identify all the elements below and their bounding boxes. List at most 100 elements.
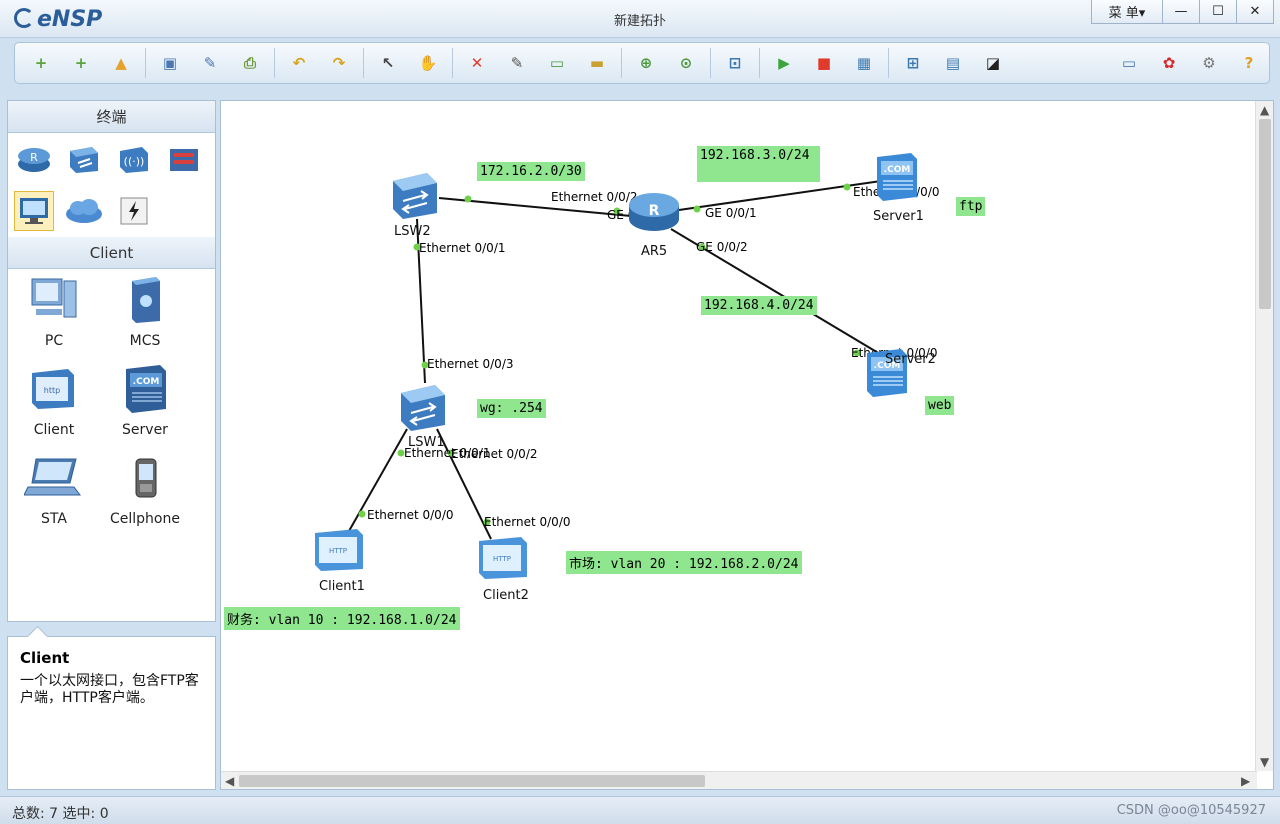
chat-button[interactable]: ▭ — [1109, 46, 1149, 80]
scroll-left-icon[interactable]: ◀ — [225, 774, 235, 788]
node-client1[interactable]: HTTP — [309, 525, 369, 578]
node-client2[interactable]: HTTP — [473, 533, 533, 586]
zoom-reset-icon: ⊙ — [679, 53, 693, 72]
node-lsw1[interactable] — [397, 381, 449, 436]
sta-device-icon[interactable] — [23, 457, 84, 502]
router-category-icon[interactable]: R — [14, 139, 54, 179]
text-icon: ▭ — [549, 53, 565, 72]
zoom-in-icon: ⊕ — [639, 53, 653, 72]
note-web[interactable]: web — [925, 396, 955, 415]
save-button[interactable]: ▣ — [150, 46, 190, 80]
server-device-icon[interactable]: .COM — [122, 363, 170, 418]
scroll-right-icon[interactable]: ▶ — [1241, 774, 1251, 788]
horizontal-scroll-thumb[interactable] — [239, 775, 705, 787]
redo-button[interactable]: ↷ — [319, 46, 359, 80]
link-ar5-server2[interactable] — [670, 228, 886, 358]
scroll-up-icon[interactable]: ▲ — [1260, 103, 1270, 117]
note-ftp[interactable]: ftp — [956, 197, 986, 216]
note-server1-subnet[interactable]: 192.168.3.0/24 — [697, 146, 820, 182]
zoom-in-button[interactable]: ⊕ — [626, 46, 666, 80]
undo-button[interactable]: ↶ — [279, 46, 319, 80]
note-vlan10[interactable]: 财务: vlan 10 : 192.168.1.0/24 — [224, 607, 460, 630]
node-label-ar5: AR5 — [641, 244, 668, 259]
new-topology-button[interactable]: + — [21, 46, 61, 80]
topology-button[interactable]: ⊞ — [893, 46, 933, 80]
wireless-category-icon[interactable]: ((·)) — [114, 139, 154, 179]
device-panel: 终端 R ((·)) Client PC — [7, 100, 216, 622]
note-link-subnet[interactable]: 172.16.2.0/30 — [477, 162, 585, 181]
fit-button[interactable]: ⊡ — [715, 46, 755, 80]
app-logo: eNSP — [14, 7, 102, 32]
new-page-icon: + — [74, 53, 88, 72]
window-title: 新建拓扑 — [613, 14, 666, 29]
zoom-reset-button[interactable]: ⊙ — [666, 46, 706, 80]
scroll-down-icon[interactable]: ▼ — [1260, 755, 1270, 769]
capture-button[interactable]: ▦ — [844, 46, 884, 80]
save-as-button[interactable]: ✎ — [190, 46, 230, 80]
delete-button[interactable]: ✕ — [457, 46, 497, 80]
node-lsw2[interactable] — [389, 169, 441, 224]
port-dot — [464, 195, 472, 203]
server-icon: .COM — [877, 153, 917, 201]
delete-link-button[interactable]: ✎ — [497, 46, 537, 80]
maximize-button[interactable]: ☐ — [1199, 0, 1237, 24]
link-lsw1-client2[interactable] — [436, 428, 492, 540]
svg-text:HTTP: HTTP — [329, 547, 347, 555]
firewall-category-icon[interactable] — [164, 139, 204, 179]
menu-button[interactable]: 菜 单▾ — [1091, 0, 1163, 24]
note-gateway[interactable]: wg: .254 — [477, 399, 546, 418]
device-label-pc: PC — [44, 333, 64, 349]
close-button[interactable]: ✕ — [1236, 0, 1274, 24]
vertical-scrollbar[interactable]: ▲ ▼ — [1255, 101, 1273, 771]
device-label-sta: STA — [41, 511, 67, 527]
help-button[interactable]: ? — [1229, 46, 1269, 80]
pc-device-icon[interactable] — [28, 275, 80, 326]
hand-button[interactable]: ✋ — [408, 46, 448, 80]
print-button[interactable]: ⎙ — [230, 46, 270, 80]
screenshot-button[interactable]: ◪ — [973, 46, 1013, 80]
cloud-category-icon[interactable] — [64, 191, 104, 231]
note-server2-subnet[interactable]: 192.168.4.0/24 — [701, 296, 817, 315]
open-button[interactable]: ▲ — [101, 46, 141, 80]
client-device-icon[interactable]: http — [28, 365, 80, 416]
node-ar5[interactable]: R — [626, 187, 682, 238]
mcs-device-icon[interactable] — [126, 275, 166, 328]
text-button[interactable]: ▭ — [537, 46, 577, 80]
terminal-category-icon[interactable] — [14, 191, 54, 231]
help-icon: ? — [1244, 53, 1254, 72]
cellphone-device-icon[interactable] — [132, 457, 160, 504]
new-topology-icon: + — [34, 53, 48, 72]
delete-icon: ✕ — [470, 53, 484, 72]
port-dot — [843, 183, 851, 191]
settings-button[interactable]: ⚙ — [1189, 46, 1229, 80]
vertical-scroll-thumb[interactable] — [1259, 119, 1271, 309]
select-icon: ↖ — [381, 53, 395, 72]
topology-icon: ⊞ — [906, 53, 920, 72]
ensp-logo-icon — [14, 8, 34, 28]
new-page-button[interactable]: + — [61, 46, 101, 80]
horizontal-scrollbar[interactable]: ◀ ▶ — [221, 771, 1257, 789]
save-as-icon: ✎ — [203, 53, 217, 72]
huawei-button[interactable]: ✿ — [1149, 46, 1189, 80]
grid-icon: ▤ — [945, 53, 961, 72]
link-lsw2-ar5[interactable] — [438, 197, 632, 217]
minimize-button[interactable]: — — [1162, 0, 1200, 24]
node-server2[interactable]: .COM — [863, 347, 911, 402]
grid-button[interactable]: ▤ — [933, 46, 973, 80]
other-category-icon[interactable] — [114, 191, 154, 231]
topology-canvas[interactable]: 172.16.2.0/30 192.168.3.0/24 ftp 192.168… — [220, 100, 1274, 790]
open-icon: ▲ — [115, 53, 127, 72]
select-button[interactable]: ↖ — [368, 46, 408, 80]
start-button[interactable]: ▶ — [764, 46, 804, 80]
status-bar: 总数: 7 选中: 0 CSDN @oo@10545927 — [0, 796, 1280, 824]
stop-icon: ■ — [816, 53, 832, 72]
node-label-server2: Server2 — [885, 352, 936, 367]
node-server1[interactable]: .COM — [873, 151, 921, 206]
stop-button[interactable]: ■ — [804, 46, 844, 80]
capture-icon: ▦ — [856, 53, 872, 72]
switch-category-icon[interactable] — [64, 139, 104, 179]
palette-button[interactable]: ▬ — [577, 46, 617, 80]
note-vlan20[interactable]: 市场: vlan 20 : 192.168.2.0/24 — [566, 551, 802, 574]
port-label: Ethernet 0/0/0 — [367, 508, 454, 522]
device-list: PC MCS http Client .COM Server STA Cellp… — [8, 269, 215, 621]
